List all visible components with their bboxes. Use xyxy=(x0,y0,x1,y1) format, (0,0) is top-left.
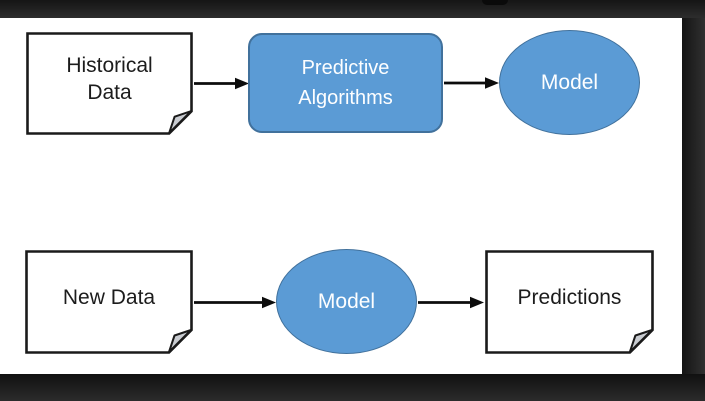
new-data-label: New Data xyxy=(25,250,193,346)
historical-data-line2: Data xyxy=(87,80,132,104)
node-model-top: Model xyxy=(499,30,640,135)
arrow-historical-to-predictive xyxy=(194,77,249,90)
arrow-model-to-predictions xyxy=(418,296,484,309)
letterbox-bottom-bar xyxy=(0,374,705,401)
predictions-label: Predictions xyxy=(485,250,654,346)
node-model-bottom: Model xyxy=(276,249,417,354)
node-predictive-algorithms: Predictive Algorithms xyxy=(248,33,443,133)
new-data-text: New Data xyxy=(62,285,156,309)
node-predictions: Predictions xyxy=(485,250,654,354)
predictive-algorithms-line1: Predictive xyxy=(301,57,390,79)
predictions-text: Predictions xyxy=(517,285,622,309)
document-shape-icon xyxy=(485,250,654,354)
historical-data-label: Historical Data xyxy=(26,32,193,127)
model-top-label: Model xyxy=(540,70,599,94)
document-shape-icon xyxy=(26,32,193,135)
letterbox-top-bar xyxy=(0,0,705,18)
model-bottom-label: Model xyxy=(317,289,376,313)
letterbox-top-notch xyxy=(482,0,508,5)
historical-data-line1: Historical xyxy=(66,53,153,77)
predictive-algorithms-line2: Algorithms xyxy=(298,87,393,109)
arrow-newdata-to-model xyxy=(194,296,276,309)
node-new-data: New Data xyxy=(25,250,193,354)
node-historical-data: Historical Data xyxy=(26,32,193,135)
arrow-predictive-to-model xyxy=(444,77,499,89)
document-shape-icon xyxy=(25,250,193,354)
letterbox-right-bar xyxy=(682,0,705,401)
